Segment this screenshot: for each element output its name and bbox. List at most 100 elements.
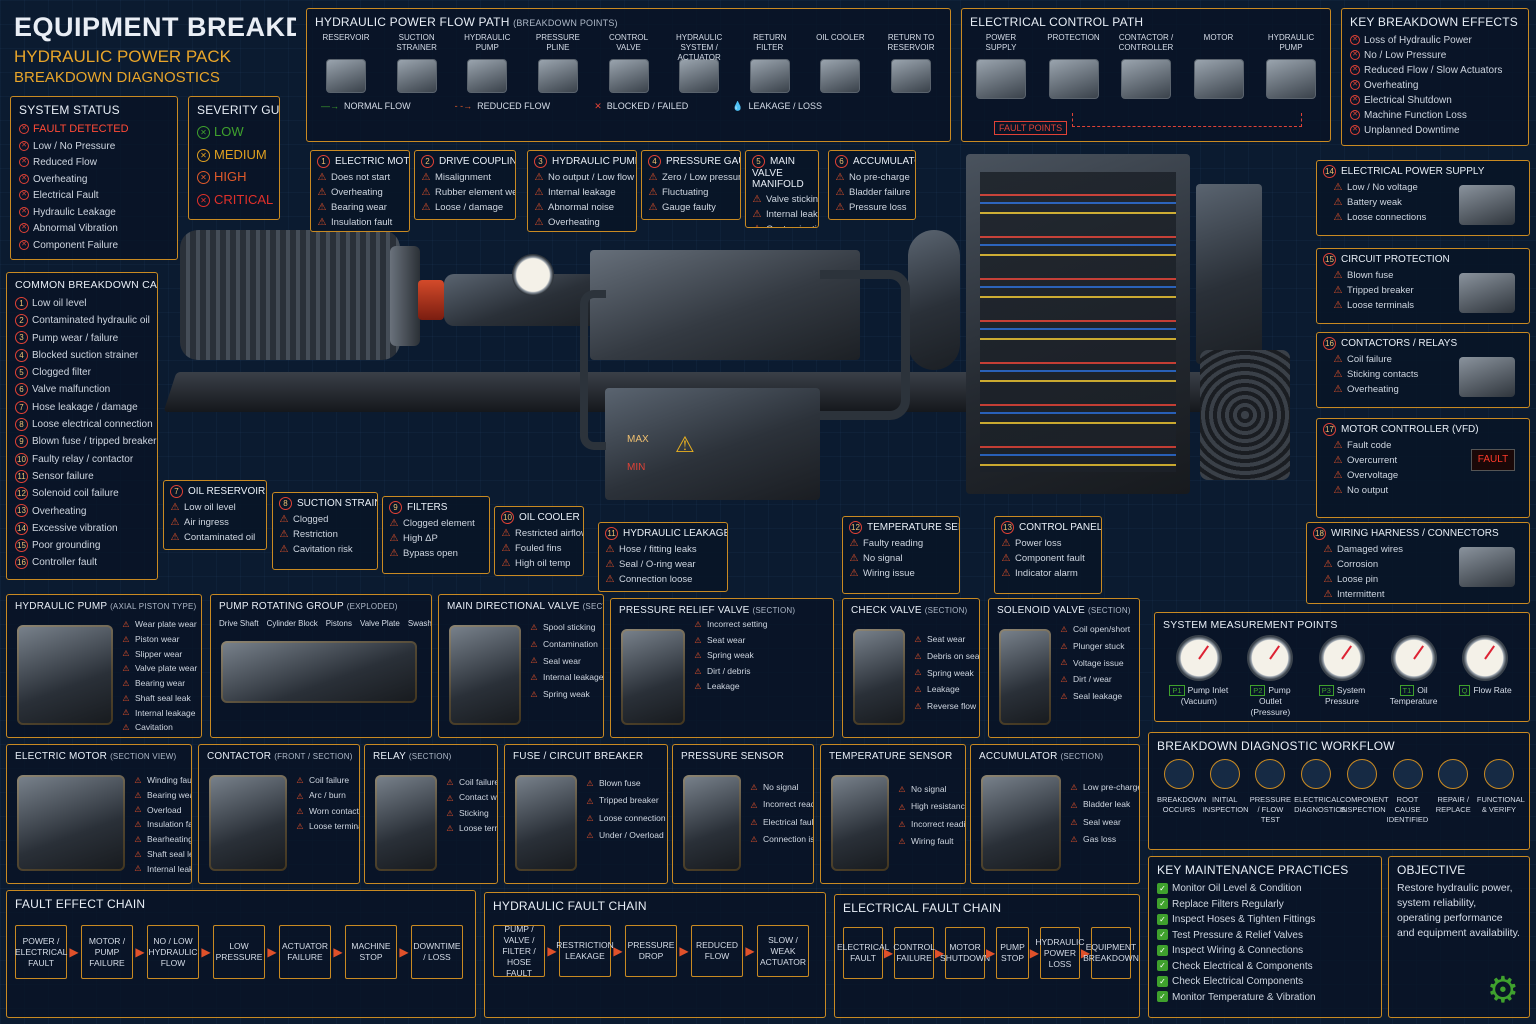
flow-component-icon — [749, 59, 790, 93]
section-illustration — [17, 775, 125, 871]
section-sub: (SECTION) — [1060, 752, 1104, 761]
section-fault-item: ⚠Contact wear — [445, 790, 497, 805]
section-title: FUSE / CIRCUIT BREAKER — [513, 751, 644, 762]
callout-item: ⚠Wiring issue — [849, 566, 953, 581]
section-fault-text: Insulation failure — [147, 819, 191, 830]
section-fault-item: ⚠ Connection issue — [749, 831, 814, 848]
warning-icon: ⚠ — [1333, 369, 1343, 381]
callout-item: ⚠Fault code — [1323, 438, 1523, 453]
callout-item: ⚠Hose / fitting leaks — [605, 542, 721, 557]
system-status-list: ✕Low / No Pressure✕Reduced Flow✕Overheat… — [19, 139, 169, 255]
fault-icon: ✕ — [19, 190, 29, 201]
list-item: ✕Hydraulic Leakage — [19, 205, 169, 222]
section-fault-item: ⚠Wiring fault — [897, 833, 965, 850]
electrical-control-cabinet — [966, 154, 1190, 494]
list-item-text: Check Electrical & Components — [1172, 960, 1313, 972]
measurement-tag: P2 — [1250, 685, 1266, 696]
list-item-text: Reduced Flow — [33, 157, 97, 168]
callout-item: ⚠Air ingress — [170, 515, 260, 530]
section-fault-text: Gas loss — [1083, 833, 1117, 844]
warning-icon: ⚠ — [317, 187, 327, 199]
section-fault-text: Internal leakage — [135, 707, 196, 718]
section-fault-text: Shaft seal leak — [135, 692, 191, 703]
section-fault-item: ⚠Reverse flow — [913, 698, 979, 715]
callout-item: ⚠Fouled fins — [501, 541, 577, 556]
section-fault-list: ⚠Incorrect setting⚠Seat wear⚠Spring weak… — [693, 617, 767, 695]
chain-arrow: ▶ — [267, 945, 277, 959]
callout-item: ⚠Loose terminals — [1323, 298, 1523, 313]
callout-item: ⚠Overheating — [1323, 382, 1523, 397]
callout-item-text: High oil temp — [515, 558, 571, 570]
warning-icon: ⚠ — [530, 656, 538, 666]
chain-step: POWER / ELECTRICAL FAULT — [15, 925, 67, 979]
cause-text: Poor grounding — [32, 540, 101, 552]
callout-item: ⚠Internal leakage — [534, 185, 630, 200]
callout-item: ⚠Gauge faulty — [648, 200, 734, 215]
section-fault-item: ⚠ Shaft seal leak — [121, 691, 197, 706]
warning-icon: ⚠ — [750, 835, 758, 844]
chain-step: PRESSURE DROP — [625, 925, 677, 977]
measurement-tag: P3 — [1318, 685, 1334, 696]
section-fault-list: ⚠Coil open/short⚠Plunger stuck⚠Voltage i… — [1059, 621, 1130, 705]
maintenance-list: ✓Monitor Oil Level & Condition✓Replace F… — [1157, 881, 1373, 1005]
drive-coupling — [418, 280, 444, 320]
warning-icon: ⚠ — [279, 529, 289, 541]
hydraulic-flow-legend: —→NORMAL FLOW- -→REDUCED FLOW✕BLOCKED / … — [315, 101, 942, 112]
callout-item: ⚠Contamination — [752, 222, 818, 227]
section-title: PRESSURE RELIEF VALVE — [619, 605, 750, 616]
tank-min-label: MIN — [627, 462, 646, 473]
section-fault-text: Connection issue — [763, 833, 814, 844]
section-fault-text: Bearing wear — [147, 789, 191, 800]
electrical-path-title: ELECTRICAL CONTROL PATH — [970, 15, 1144, 29]
list-item: ✕Low / No Pressure — [19, 139, 169, 156]
callout-item-text: Bladder failure — [849, 187, 911, 199]
section-fault-text: Tripped breaker — [599, 795, 659, 806]
workflow-step-label: PRESSURE / FLOW TEST — [1249, 795, 1292, 824]
warning-icon: ⚠ — [605, 559, 615, 571]
warning-icon: ⚠ — [1060, 658, 1068, 668]
warning-icon: ⚠ — [170, 502, 180, 513]
callout-item-text: Blown fuse — [1347, 270, 1394, 282]
chain-step: SLOW / WEAK ACTUATOR — [757, 925, 809, 977]
section-title: ELECTRIC MOTOR — [15, 751, 108, 762]
section-sub: (SECTION) — [924, 606, 968, 615]
rotating-group-part: Cylinder Block — [266, 619, 318, 628]
section-title: CHECK VALVE — [851, 605, 922, 616]
section-fault-text: Plunger stuck — [1073, 640, 1125, 651]
section-illustration — [515, 775, 577, 871]
section-fault-item: ⚠Gas loss — [1069, 831, 1139, 848]
callout-item-text: Fault code — [1347, 440, 1392, 452]
warning-icon: ⚠ — [122, 693, 130, 703]
list-item-text: Overheating — [1364, 80, 1419, 91]
section-fault-text: Debris on seat — [927, 650, 980, 661]
chain-arrow: ▶ — [613, 944, 623, 958]
warning-icon: ⚠ — [1333, 270, 1343, 281]
section-title: CONTACTOR — [207, 751, 272, 762]
workflow-step: REPAIR / REPLACE — [1431, 759, 1475, 825]
callout-number: 2 — [421, 155, 434, 168]
warning-icon: ⚠ — [694, 620, 702, 629]
gauge-icon — [1390, 635, 1437, 681]
warning-icon: ⚠ — [1333, 212, 1343, 224]
list-item-text: Reduced Flow / Slow Actuators — [1364, 65, 1503, 76]
warning-icon: ⚠ — [898, 785, 906, 795]
warning-icon: ⚠ — [1333, 197, 1343, 209]
list-item: ✕Overheating — [1350, 78, 1520, 93]
callout-title-text: CONTROL PANEL — [1019, 522, 1102, 534]
callout-item-text: Coil failure — [1347, 354, 1392, 366]
callout-item: ⚠Corrosion — [1313, 557, 1523, 572]
warning-icon: ⚠ — [501, 543, 511, 555]
warning-icon: ⚠ — [122, 649, 130, 659]
warning-icon: ⚠ — [1333, 354, 1343, 365]
cause-text: Blown fuse / tripped breaker — [32, 436, 157, 448]
callout-title-text: HYDRAULIC PUMP — [552, 156, 637, 168]
section-fault-text: Sticking — [459, 807, 489, 818]
section-fault-list: ⚠Low pre-charge⚠Bladder leak⚠Seal wear⚠G… — [1069, 779, 1139, 848]
